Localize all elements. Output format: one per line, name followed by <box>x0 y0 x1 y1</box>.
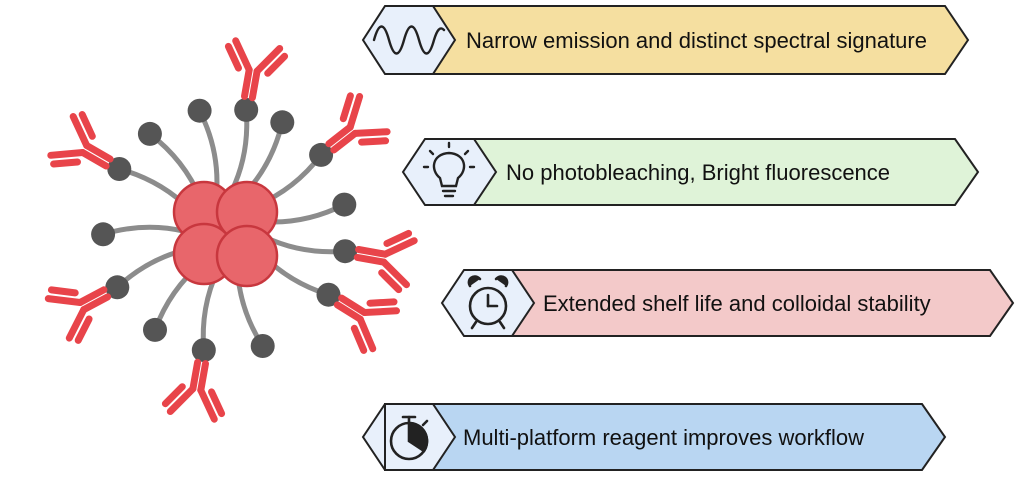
alarm-clock-icon <box>467 275 509 330</box>
ligand-head <box>270 110 295 135</box>
ligand-chain <box>197 108 220 194</box>
antibody-chain <box>232 37 253 74</box>
antibody-chain <box>383 229 413 247</box>
antibody-11 <box>333 294 400 354</box>
antibody-1 <box>224 37 289 102</box>
antibody-10 <box>44 286 112 344</box>
antibody-chain <box>355 246 389 258</box>
sine-wave-icon <box>372 25 446 55</box>
hexagon-emission <box>361 5 457 75</box>
antibody-chain <box>47 286 79 297</box>
antibody-chain <box>253 45 284 75</box>
antibody-chain <box>380 258 410 289</box>
antibody-chain <box>353 253 388 266</box>
antibody-chain <box>44 295 84 306</box>
light-bulb-icon <box>422 141 476 198</box>
feature-label-stability: Extended shelf life and colloidal stabil… <box>543 291 931 316</box>
ligand-head <box>234 97 259 122</box>
antibody-chain <box>197 386 218 423</box>
antibody-chain <box>356 315 377 353</box>
antibody-chain <box>83 142 114 163</box>
antibody-chain <box>74 315 93 344</box>
ligand-11 <box>256 248 400 354</box>
antibody-8 <box>353 229 418 294</box>
ligand-head <box>105 275 130 300</box>
hexagon-photostability <box>401 138 498 206</box>
antibody-chain <box>330 129 359 154</box>
antibody-chain <box>69 113 91 149</box>
ligand-chain <box>229 107 250 194</box>
antibody-chain <box>358 137 390 146</box>
antibody-chain <box>264 52 289 77</box>
antibody-chain <box>189 358 202 393</box>
feature-banner-photostability: No photobleaching, Bright fluorescence <box>401 138 980 206</box>
antibody-chain <box>241 66 253 100</box>
ligand-head <box>143 317 167 342</box>
antibody-chain <box>65 306 88 342</box>
nanoparticle-core <box>172 180 279 288</box>
feature-label-workflow: Multi-platform reagent improves workflow <box>463 425 864 450</box>
antibody-chain <box>76 286 108 306</box>
antibody-chain <box>351 128 391 137</box>
ligand-head <box>191 338 216 363</box>
antibody-chain <box>350 324 368 354</box>
ligand-4 <box>254 92 391 208</box>
antibody-chain <box>366 298 398 307</box>
ligand-head <box>107 157 132 181</box>
ligand-head <box>332 192 357 217</box>
ligand-1 <box>224 37 289 194</box>
core-sphere-4 <box>215 224 279 288</box>
antibody-chain <box>361 307 400 316</box>
antibody-chain <box>248 67 261 102</box>
ligand-head <box>250 334 275 358</box>
ligand-head <box>309 142 334 167</box>
feature-label-emission: Narrow emission and distinct spectral si… <box>466 28 927 53</box>
antibody-chain <box>224 42 242 72</box>
antibody-chain <box>325 123 354 148</box>
ligand-head <box>187 98 212 123</box>
antibody-chain <box>338 294 368 316</box>
antibody-4 <box>325 92 391 154</box>
antibody-chain <box>78 111 96 140</box>
antibody-13 <box>161 358 226 423</box>
ligand-head <box>91 222 116 247</box>
feature-banner-stability: Extended shelf life and colloidal stabil… <box>440 269 1015 337</box>
antibody-chain <box>333 301 364 323</box>
antibody-chain <box>381 237 418 258</box>
antibody-chain <box>161 383 186 408</box>
antibody-chain <box>339 92 354 123</box>
ligand-6 <box>47 111 193 213</box>
antibody-chain <box>50 158 81 168</box>
feature-banner-emission: Narrow emission and distinct spectral si… <box>361 5 970 75</box>
ligand-2 <box>187 98 220 194</box>
ligand-chain <box>100 224 188 237</box>
antibody-chain <box>47 149 87 159</box>
antibody-chain <box>378 269 403 294</box>
feature-banner-workflow: Multi-platform reagent improves workflow <box>361 403 947 471</box>
antibody-chain <box>166 385 197 415</box>
ligand-8 <box>261 229 418 294</box>
feature-label-photostability: No photobleaching, Bright fluorescence <box>506 160 890 185</box>
nanoparticle-conjugate <box>44 37 418 423</box>
antibody-chain <box>197 360 209 394</box>
stopwatch-icon <box>389 415 429 461</box>
antibody-chain <box>346 93 364 131</box>
ligand-head <box>333 239 358 264</box>
antibody-chain <box>79 149 110 170</box>
ligand-head <box>316 282 341 307</box>
ligand-9 <box>91 222 188 247</box>
antibody-6 <box>47 111 114 170</box>
antibody-chain <box>208 388 226 418</box>
ligand-head <box>137 121 162 146</box>
antibody-chain <box>80 293 112 314</box>
ligand-10 <box>44 246 193 344</box>
